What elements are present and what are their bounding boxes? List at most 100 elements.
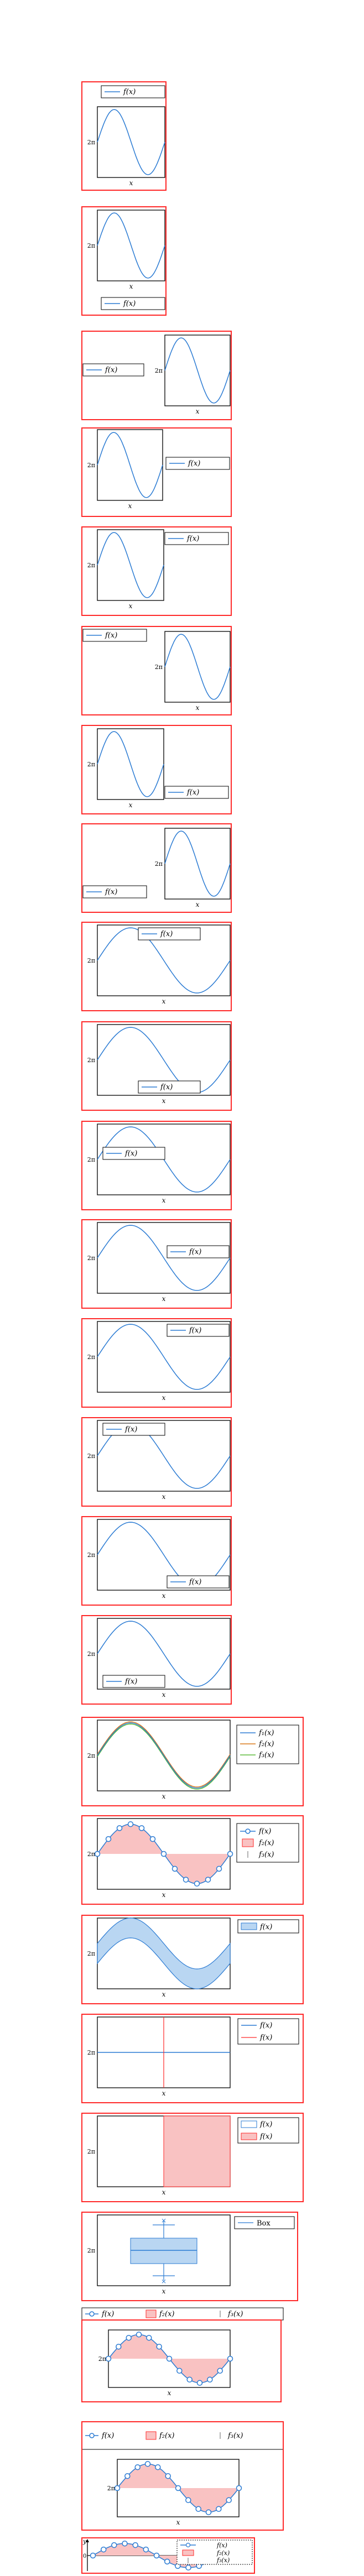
- marker-23-2: [134, 2464, 141, 2470]
- legend-box-9: [138, 1080, 201, 1094]
- figure-frame-17: [81, 1815, 304, 1905]
- marker-22-9: [196, 2380, 203, 2386]
- marker-24-4: [132, 2542, 138, 2548]
- series-line-4: [97, 532, 164, 598]
- figure-frame-18: [81, 1915, 304, 2004]
- legend-label-23-2: f₃(x): [227, 2432, 243, 2440]
- y-axis-label-22: 2π: [98, 2355, 106, 2363]
- marker-22-5: [156, 2343, 162, 2350]
- legend-box-16: [236, 1725, 299, 1764]
- marker-17-0: [94, 1851, 101, 1857]
- marker-24-3: [122, 2540, 128, 2547]
- figure-frame-4: [81, 526, 232, 616]
- marker-17-10: [205, 1877, 211, 1883]
- figure-frame-13: [81, 1417, 232, 1507]
- figure-frame-24: [81, 2537, 255, 2574]
- legend-label-17-0: f(x): [258, 1827, 271, 1836]
- marker-17-1: [105, 1836, 112, 1842]
- legend-label-0: f(x): [123, 88, 136, 96]
- marker-24-2: [111, 2542, 117, 2548]
- figure-frame-12: [81, 1318, 232, 1408]
- figure-frame-10: [81, 1121, 232, 1210]
- legend-label-24-0: f(x): [216, 2542, 227, 2549]
- legend-label-21: Box: [257, 2219, 271, 2228]
- x-axis-label-11: x: [162, 1295, 166, 1303]
- plot-axes-21: [97, 2214, 231, 2286]
- legend-label-16-2: f₃(x): [258, 1751, 274, 1759]
- marker-17-4: [138, 1825, 145, 1831]
- marker-17-3: [127, 1821, 134, 1827]
- series-line-16-b: [97, 1721, 231, 1788]
- legend-label-16-1: f₂(x): [258, 1740, 274, 1748]
- legend-label-20-0: f(x): [259, 2120, 272, 2129]
- y-axis-label-15: 2π: [87, 1650, 95, 1658]
- marker-23-10: [216, 2506, 222, 2512]
- legend-label-22-1: f₂(x): [159, 2310, 175, 2318]
- x-axis-label-9: x: [162, 1097, 166, 1105]
- series-line-0: [97, 109, 165, 175]
- marker-17-7: [171, 1866, 178, 1872]
- legend-swatch-20-1: [241, 2133, 257, 2140]
- y-axis-label-24: y: [82, 2538, 87, 2545]
- x-axis-label-16: x: [162, 1793, 166, 1800]
- x-axis-label-15: x: [162, 1691, 166, 1699]
- figure-frame-2: [81, 331, 232, 420]
- legend-box-4: [164, 532, 229, 545]
- legend-box-2: [82, 363, 144, 377]
- series-line-3: [97, 432, 163, 498]
- x-axis-label-8: x: [162, 997, 166, 1005]
- y-axis-label-16: 2π: [87, 1752, 95, 1759]
- legend-label-6: f(x): [186, 788, 199, 797]
- series-line-12: [97, 1324, 231, 1390]
- marker-22-10: [207, 2376, 213, 2383]
- x-axis-label-13: x: [162, 1493, 166, 1501]
- y-axis-label-2: 2π: [155, 367, 163, 374]
- legend-label-9: f(x): [160, 1083, 173, 1091]
- marker-24-6: [153, 2552, 160, 2559]
- legend-label-17-1: f₂(x): [258, 1839, 274, 1847]
- figure-frame-15: [81, 1615, 232, 1705]
- legend-label-5: f(x): [105, 631, 117, 640]
- y-axis-label-18: 2π: [87, 1950, 95, 1957]
- legend-box-12: [167, 1324, 230, 1337]
- marker-22-0: [105, 2355, 112, 2362]
- legend-box-3: [165, 457, 230, 470]
- series-line-16-a: [97, 1723, 231, 1790]
- legend-marker-24-0: [185, 2542, 191, 2548]
- series-line-9: [97, 1027, 231, 1093]
- legend-marker-23-0: [89, 2433, 95, 2438]
- legend-label-7: f(x): [105, 888, 117, 896]
- marker-23-12: [236, 2485, 242, 2491]
- marker-24-9: [185, 2564, 191, 2571]
- x-axis-label-22: x: [168, 2389, 171, 2397]
- legend-label-19-0: f(x): [259, 2021, 272, 2030]
- legend-label-18: f(x): [259, 1923, 272, 1931]
- y-axis-label-5: 2π: [155, 663, 163, 671]
- x-axis-label-5: x: [196, 704, 200, 712]
- legend-swatch-18: [241, 1922, 257, 1930]
- figure-frame-8: [81, 922, 232, 1011]
- legend-box-7: [82, 885, 147, 898]
- box-outlier-bottom-21: ×: [161, 2277, 167, 2285]
- legend-label-24-2: f₃(x): [216, 2557, 230, 2564]
- legend-label-12: f(x): [189, 1326, 201, 1335]
- y-axis-label-21: 2π: [87, 2247, 95, 2254]
- figure-frame-5: [81, 626, 232, 715]
- x-axis-label-4: x: [129, 602, 133, 610]
- figure-frame-14: [81, 1516, 232, 1606]
- legend-label-4: f(x): [186, 535, 199, 543]
- legend-label-19-1: f(x): [259, 2034, 272, 2042]
- legend-label-22-2: f₃(x): [227, 2310, 243, 2318]
- legend-swatch-24-1: [182, 2549, 194, 2556]
- figure-frame-9: [81, 1021, 232, 1111]
- legend-swatch-17-1: [242, 1838, 254, 1847]
- y-axis-label-4: 2π: [87, 562, 95, 569]
- legend-label-10: f(x): [124, 1149, 137, 1158]
- marker-17-12: [227, 1851, 233, 1857]
- x-axis-label-10: x: [162, 1196, 166, 1204]
- legend-label-20-1: f(x): [259, 2133, 272, 2141]
- legend-box-13: [102, 1423, 165, 1436]
- figure-frame-16: [81, 1717, 304, 1806]
- marker-22-4: [146, 2334, 152, 2341]
